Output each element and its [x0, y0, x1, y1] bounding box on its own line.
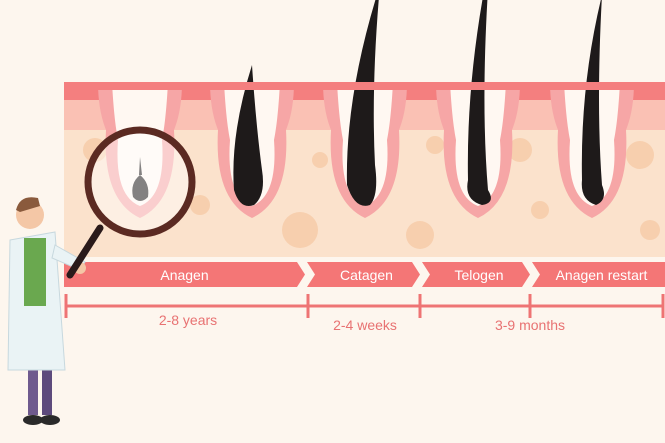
hair-strand — [346, 0, 379, 206]
phase-label: Anagen restart — [556, 267, 648, 283]
phase-label: Anagen — [160, 267, 208, 283]
hair-follicle — [210, 65, 294, 218]
hair-strand — [581, 0, 604, 205]
hair-strand — [132, 157, 149, 201]
hair-strand — [233, 65, 263, 206]
duration-label: 2-8 years — [159, 312, 217, 328]
duration-label: 3-9 months — [495, 317, 565, 333]
phase-label: Catagen — [340, 267, 393, 283]
hair-follicle — [550, 0, 634, 218]
hair-follicle — [323, 0, 407, 218]
duration-label: 2-4 weeks — [333, 317, 397, 333]
hair-follicles — [64, 0, 665, 218]
phase-segment — [532, 262, 665, 287]
hair-follicle — [98, 82, 182, 218]
magnifying-glass-icon — [66, 126, 196, 279]
scientist-figure — [7, 197, 86, 425]
phase-segment — [64, 262, 305, 287]
phase-timeline: Anagen Catagen Telogen Anagen restart 2-8 ye… — [64, 262, 665, 333]
hair-strand — [467, 0, 491, 205]
phase-segment — [422, 262, 530, 287]
phase-segment — [307, 262, 420, 287]
phase-label: Telogen — [454, 267, 503, 283]
hair-follicle — [436, 0, 520, 218]
